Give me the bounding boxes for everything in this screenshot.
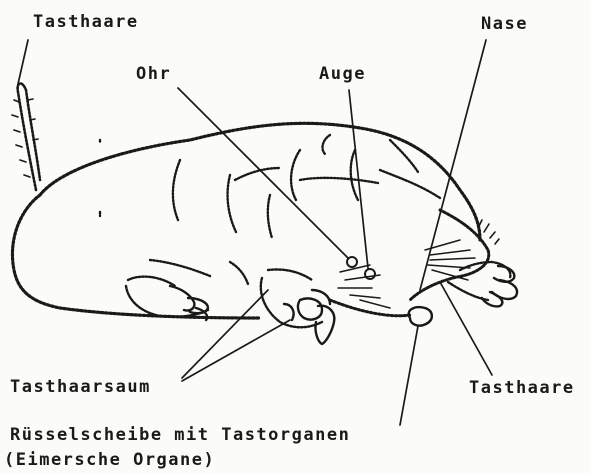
fur-texture — [100, 135, 440, 284]
label-snout-hairs: Tasthaare — [469, 378, 575, 398]
label-snout-disc-line1: Rüsselscheibe mit Tastorganen — [10, 425, 350, 445]
snout-disc — [409, 307, 432, 325]
front-paw — [448, 262, 517, 306]
snout-whiskers — [338, 240, 475, 308]
leader-snout-disc — [400, 326, 418, 425]
leader-lines — [18, 40, 492, 425]
leader-snout-hairs — [440, 282, 492, 375]
label-hair-fringe: Tasthaarsaum — [10, 377, 151, 397]
label-snout-disc-line2: (Eimersche Organe) — [4, 450, 215, 470]
label-ear: Ohr — [136, 64, 171, 84]
middle-paw — [261, 269, 335, 344]
leader-tail-hairs — [18, 40, 28, 84]
eye-marker — [365, 269, 375, 279]
label-tail-hairs: Tasthaare — [33, 12, 139, 32]
mole-body-outline — [12, 123, 480, 318]
leader-ear — [178, 88, 348, 258]
hind-paw — [126, 277, 208, 320]
label-eye: Auge — [319, 64, 366, 84]
leader-fringe-b — [182, 320, 290, 381]
label-nose: Nase — [481, 14, 528, 34]
